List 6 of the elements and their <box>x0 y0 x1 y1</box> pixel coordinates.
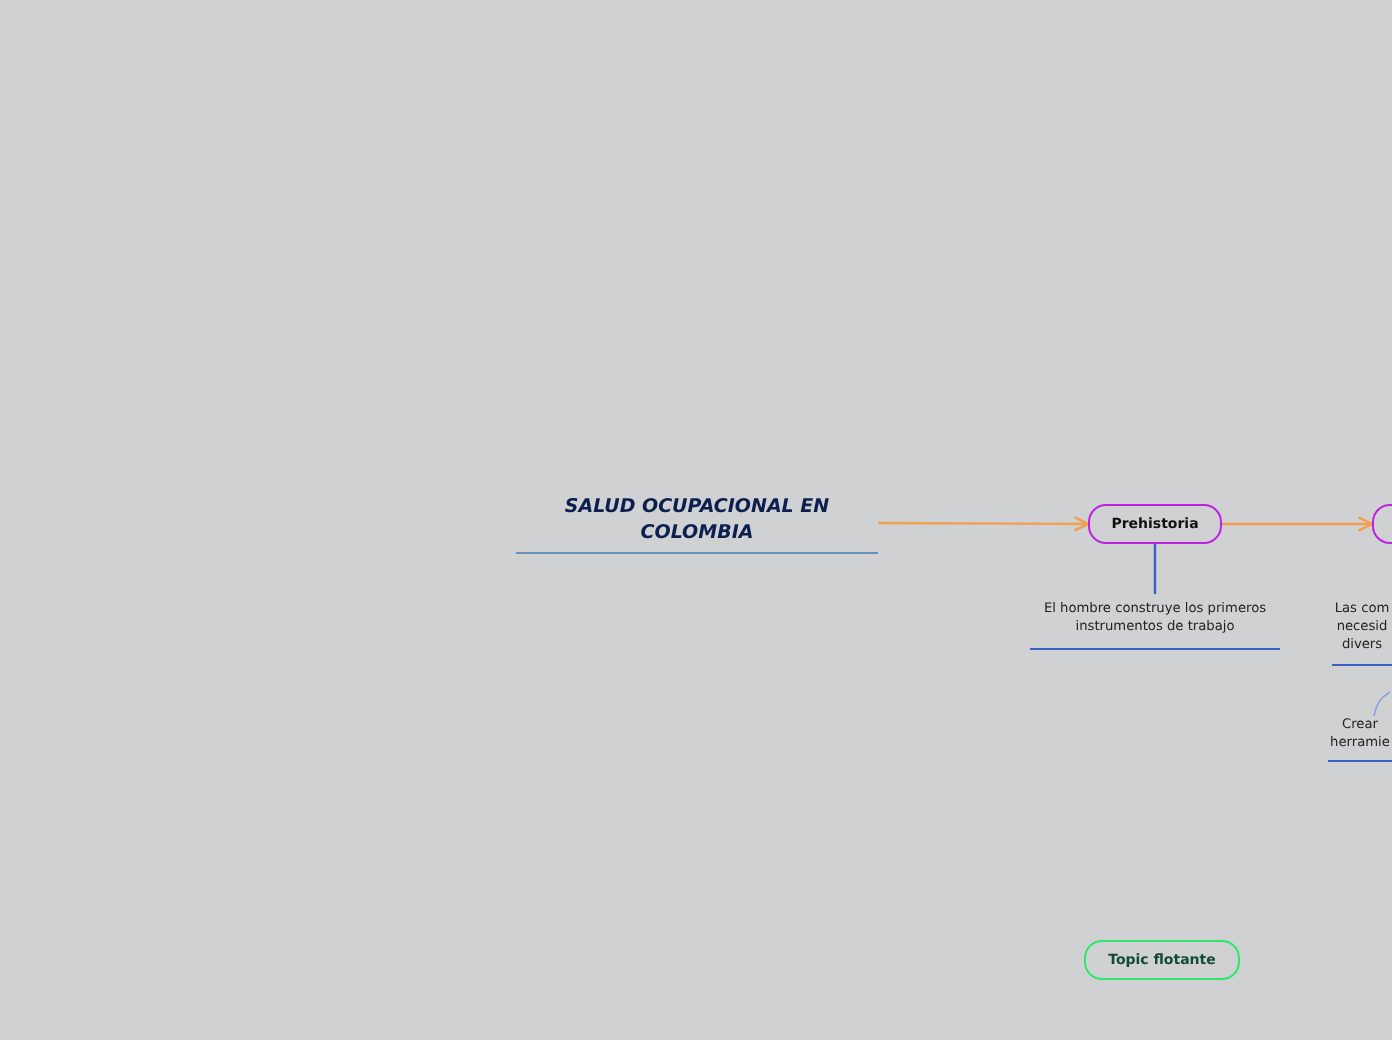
connector-line <box>1373 691 1391 717</box>
arrow <box>878 515 1090 532</box>
connector-line <box>1153 544 1157 594</box>
central-topic: SALUD OCUPACIONAL EN COLOMBIA <box>516 496 878 554</box>
arrow <box>1222 516 1374 532</box>
topic-box <box>1372 504 1392 544</box>
